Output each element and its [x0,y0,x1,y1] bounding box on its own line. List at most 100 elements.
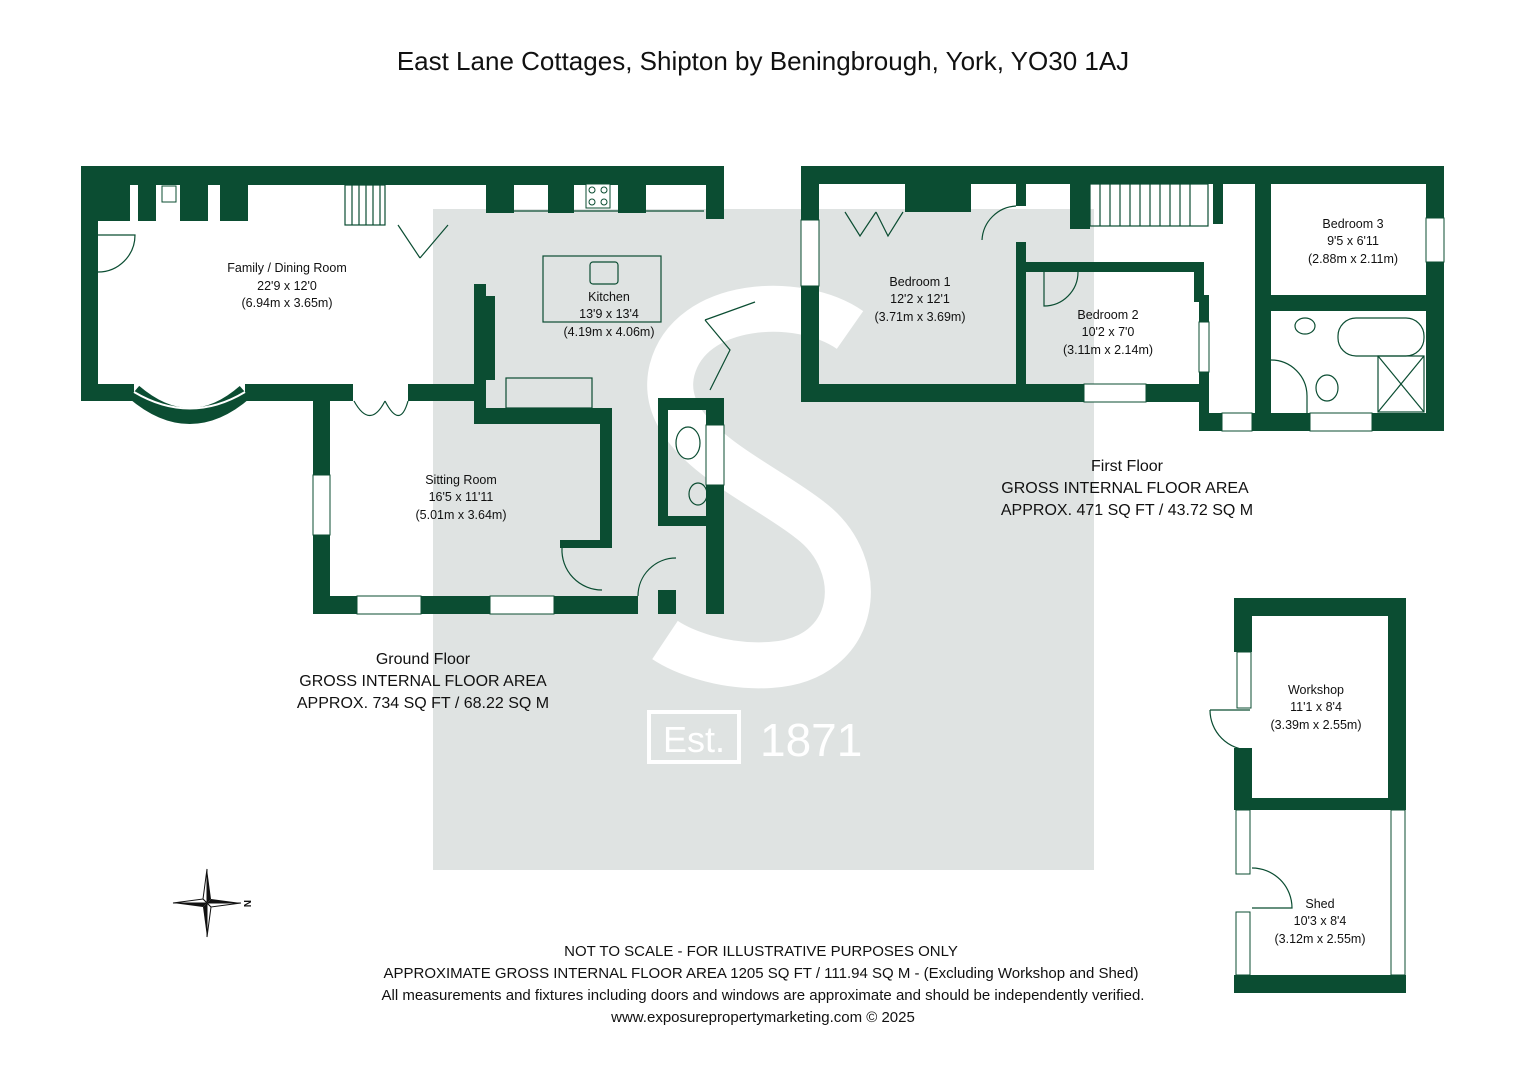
wall [81,166,98,401]
website-link[interactable]: www.exposurepropertymarketing.com © 2025 [610,1009,915,1026]
stairs [1089,183,1209,227]
window [312,474,331,536]
door-swing [1043,271,1079,307]
basin-icon [688,482,708,506]
window [800,219,820,287]
watermark-est-box [647,710,741,764]
window [705,424,725,486]
wall [81,384,134,401]
window [1309,412,1373,432]
room-size-imperial: 13'9 x 13'4 [579,307,639,321]
room-name: Sitting Room [425,473,497,487]
wall [658,398,724,410]
island-sink-icon [589,261,619,285]
wall [1234,598,1252,652]
room-name: Bedroom 2 [1077,308,1138,322]
wall [658,516,724,526]
window [356,595,422,615]
cupboard [220,185,248,221]
door-swing [1209,709,1251,751]
watermark-s-logo [647,285,871,689]
watermark-est: Est. [663,719,725,760]
shower-icon [1377,355,1425,413]
wall [1234,798,1406,810]
room-size-metric: (3.12m x 2.55m) [1274,932,1365,946]
room-name: Family / Dining Room [227,261,346,275]
window [489,595,555,615]
bay-window-glazing [133,391,246,410]
disclaimer-line: APPROXIMATE GROSS INTERNAL FLOOR AREA 12… [383,965,1138,982]
door-swing [97,234,136,273]
first-floor-plan: Bedroom 1 12'2 x 12'1 (3.71m x 3.69m) Be… [800,166,1445,519]
wardrobe [905,184,971,212]
floor-name: Ground Floor [376,651,471,668]
window [1236,651,1252,709]
room-size-imperial: 22'9 x 12'0 [257,279,317,293]
room-size-metric: (3.71m x 3.69m) [874,310,965,324]
bath-icon [1337,317,1425,357]
floor-name: First Floor [1091,458,1164,475]
wall [658,398,668,526]
room-size-metric: (2.88m x 2.11m) [1308,252,1398,266]
room-size-imperial: 10'2 x 7'0 [1082,325,1135,339]
wall [1213,184,1223,224]
disclaimer: NOT TO SCALE - FOR ILLUSTRATIVE PURPOSES… [382,943,1145,1026]
compass-icon: N [172,868,252,938]
hob-ring-icon [600,186,608,194]
outbuildings-plan: Workshop 11'1 x 8'4 (3.39m x 2.55m) Shed… [1209,598,1406,993]
kitchen-unit [505,377,593,409]
ground-floor-plan: Family / Dining Room 22'9 x 12'0 (6.94m … [81,166,756,712]
room-size-metric: (3.39m x 2.55m) [1270,718,1361,732]
floor-area-value: APPROX. 734 SQ FT / 68.22 SQ M [297,695,549,712]
floor-area-label: GROSS INTERNAL FLOOR AREA [299,673,547,690]
hob-ring-icon [588,186,596,194]
bay-window [128,385,251,424]
hob-ring-icon [600,198,608,206]
door-swing [1270,359,1308,413]
bifold-door [704,301,756,391]
door-swing [1251,867,1293,909]
room-size-imperial: 12'2 x 12'1 [890,292,950,306]
hob-ring-icon [588,198,596,206]
room-size-metric: (5.01m x 3.64m) [415,508,506,522]
wall [560,540,612,548]
door-swing [981,205,1017,241]
cupboard [138,185,156,221]
basin-icon [1294,317,1316,335]
shower-icon [1377,355,1425,413]
room-name: Bedroom 1 [889,275,950,289]
room-size-imperial: 16'5 x 11'11 [429,490,494,504]
window [1425,217,1445,263]
door-swing [637,557,677,597]
wall [706,166,724,219]
room-name: Workshop [1288,683,1344,697]
wall [1070,184,1090,229]
page-title: East Lane Cottages, Shipton by Beningbro… [397,46,1129,76]
kitchen-island [542,255,662,323]
wall [1016,184,1026,206]
room-size-metric: (3.11m x 2.14m) [1063,343,1153,357]
cupboard [618,185,646,213]
disclaimer-line: All measurements and fixtures including … [382,987,1145,1004]
wall [801,166,1444,184]
room-size-metric: (6.94m x 3.65m) [241,296,332,310]
window [1198,321,1210,373]
wall [245,384,353,401]
wardrobe-doors [844,211,904,238]
floor-area-label: GROSS INTERNAL FLOOR AREA [1001,480,1249,497]
wall [1016,242,1026,384]
wall [1234,975,1406,993]
wall [600,408,612,548]
wall [1255,295,1444,311]
cupboard [98,185,130,221]
cupboard [548,185,574,213]
watermark-year: 1871 [760,714,862,766]
floor-area-value: APPROX. 471 SQ FT / 43.72 SQ M [1001,502,1253,519]
room-size-imperial: 9'5 x 6'11 [1327,234,1379,248]
double-door-swing [353,400,409,417]
room-size-metric: (4.19m x 4.06m) [563,325,654,339]
wall [1388,598,1406,806]
wall [1234,748,1252,806]
toilet-icon [1315,374,1339,402]
wall [474,408,612,424]
